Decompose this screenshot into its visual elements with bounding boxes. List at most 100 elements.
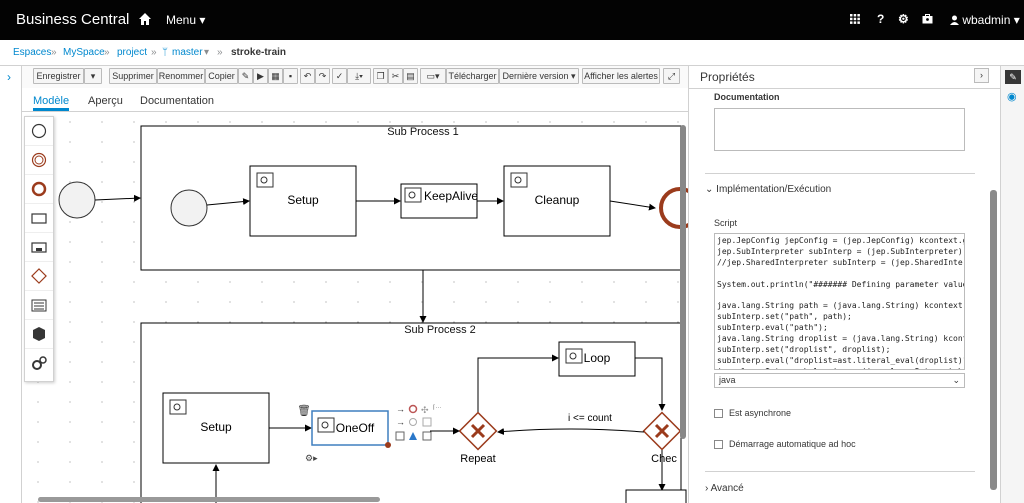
undo-icon[interactable]: ↶ <box>300 68 315 84</box>
sequence-flow[interactable] <box>635 357 666 411</box>
diagram-canvas[interactable]: Sub Process 1 Setup KeepAlive Cleanup Su… <box>22 112 688 503</box>
palette-start-event[interactable] <box>25 117 53 146</box>
palette-gateway[interactable] <box>25 262 53 291</box>
bpmn-diagram[interactable]: Sub Process 1 Setup KeepAlive Cleanup Su… <box>22 112 688 503</box>
download-dropdown-icon[interactable]: ⤓▾ <box>347 68 371 84</box>
chevron-right-icon[interactable]: › <box>7 70 11 84</box>
home-icon[interactable] <box>138 12 152 26</box>
start-event[interactable] <box>58 181 96 219</box>
intermediate-event-icon[interactable] <box>409 418 417 426</box>
tab-model[interactable]: Modèle <box>33 95 70 107</box>
arrow-icon[interactable]: → <box>396 417 405 427</box>
sequence-flow[interactable] <box>94 194 141 202</box>
grid-icon[interactable]: ▦ <box>268 68 283 84</box>
palette-subprocess[interactable] <box>25 233 53 262</box>
script-line: System.out.println("####### Defining par… <box>717 279 965 289</box>
sequence-flow[interactable] <box>497 428 645 435</box>
breadcrumb-spaces[interactable]: Espaces <box>13 47 52 58</box>
checklist-icon[interactable] <box>422 431 432 441</box>
palette-custom-tasks-icon[interactable] <box>25 349 53 378</box>
canvas-vertical-scrollbar[interactable] <box>680 125 686 439</box>
redo-icon[interactable]: ↷ <box>315 68 330 84</box>
triangle-icon[interactable] <box>409 432 417 440</box>
advanced-section-toggle[interactable]: › Avancé <box>705 483 744 494</box>
rename-button[interactable]: Renommer <box>157 68 205 84</box>
app-title[interactable]: Business Central <box>16 11 130 28</box>
end-event-icon[interactable] <box>408 404 418 414</box>
script-language-select[interactable]: java ⌄ <box>714 373 965 388</box>
tab-overview[interactable]: Aperçu <box>88 95 123 107</box>
trash-icon[interactable]: ▪ <box>283 68 298 84</box>
settings-icon[interactable]: ⚙▸ <box>305 453 318 463</box>
breadcrumb-project[interactable]: project <box>117 47 148 58</box>
trash-icon[interactable]: 🗑 <box>297 404 311 417</box>
delete-button[interactable]: Supprimer <box>109 68 157 84</box>
show-alerts-button[interactable]: Afficher les alertes <box>582 68 660 84</box>
script-line: subInterp.eval("path"); <box>717 323 828 333</box>
copy-icon[interactable]: ❐ <box>373 68 388 84</box>
help-icon[interactable]: ? <box>877 12 885 26</box>
edit-properties-icon[interactable]: ✎ <box>1005 70 1021 84</box>
arrow-icon[interactable]: → <box>396 404 405 414</box>
left-panel-toggle[interactable]: › <box>0 66 22 503</box>
properties-scrollbar[interactable] <box>990 190 997 490</box>
sequence-flow[interactable] <box>477 354 559 412</box>
documentation-field[interactable] <box>714 108 965 151</box>
breadcrumb-branch[interactable]: master <box>172 47 203 58</box>
subprocess-icon[interactable] <box>395 431 405 441</box>
script-task-icon <box>565 348 583 364</box>
script-task-icon <box>256 172 274 188</box>
gateway-check[interactable] <box>642 411 682 451</box>
breadcrumb-space[interactable]: MySpace <box>63 47 105 58</box>
view-dropdown-icon[interactable]: ▭▾ <box>420 68 446 84</box>
annotation-icon[interactable]: ⌈··· <box>433 404 441 411</box>
palette-end-event[interactable] <box>25 175 53 204</box>
expand-icon[interactable]: ⤢ <box>663 68 680 84</box>
sequence-flow[interactable] <box>206 198 250 206</box>
morph-toolbox[interactable]: → ✣ ⌈··· → <box>395 404 441 441</box>
task-oneoff[interactable] <box>311 410 389 446</box>
download-button[interactable]: Télécharger <box>446 68 499 84</box>
properties-title: Propriétés <box>700 70 755 84</box>
latest-version-dropdown[interactable]: Dernière version ▾ <box>499 68 579 84</box>
gear-icon[interactable]: ⚙ <box>898 12 909 26</box>
sequence-flow[interactable] <box>609 200 656 211</box>
canvas-horizontal-scrollbar[interactable] <box>38 497 380 502</box>
async-checkbox[interactable] <box>714 409 723 418</box>
apps-grid-icon[interactable] <box>850 14 860 24</box>
task-setup-1[interactable] <box>249 165 357 237</box>
cut-icon[interactable]: ✂ <box>388 68 403 84</box>
validate-icon[interactable]: ✓ <box>332 68 347 84</box>
eye-icon[interactable]: ◉ <box>1007 91 1017 103</box>
play-icon[interactable]: ▶ <box>253 68 268 84</box>
tab-documentation[interactable]: Documentation <box>140 95 214 107</box>
implementation-section-toggle[interactable]: ⌄ Implémentation/Exécution <box>705 184 832 195</box>
chevron-down-icon[interactable]: ▾ <box>204 47 210 58</box>
palette-data-object[interactable] <box>25 291 53 320</box>
subprocess-1-start-event[interactable] <box>170 189 208 227</box>
palette-task[interactable] <box>25 204 53 233</box>
adhoc-autostart-checkbox[interactable] <box>714 440 723 449</box>
paste-icon[interactable]: ▤ <box>403 68 418 84</box>
gateway-repeat[interactable] <box>458 411 498 451</box>
chevron-right-icon[interactable]: › <box>974 68 989 83</box>
save-button[interactable]: Enregistrer <box>33 68 84 84</box>
main-menu-button[interactable]: Menu ▾ <box>166 13 206 27</box>
copy-button[interactable]: Copier <box>205 68 238 84</box>
briefcase-icon[interactable] <box>922 14 933 24</box>
save-dropdown-button[interactable]: ▾ <box>84 68 102 84</box>
shape-palette <box>24 116 54 382</box>
palette-intermediate-event[interactable] <box>25 146 53 175</box>
user-icon <box>950 15 959 25</box>
divider <box>705 471 975 472</box>
palette-cube-icon[interactable] <box>25 320 53 349</box>
crosshair-icon[interactable]: ✣ <box>421 405 429 415</box>
user-menu[interactable]: wbadmin ▾ <box>950 13 1020 27</box>
task-partial[interactable] <box>625 489 687 503</box>
eraser-icon[interactable]: ✎ <box>238 68 253 84</box>
implementation-section-title: Implémentation/Exécution <box>716 184 832 195</box>
task-oneoff-label: OneOff <box>336 421 375 435</box>
script-editor[interactable]: jep.JepConfig jepConfig = (jep.JepConfig… <box>714 233 965 370</box>
resize-handle[interactable] <box>385 442 391 448</box>
task-icon[interactable] <box>422 417 432 427</box>
